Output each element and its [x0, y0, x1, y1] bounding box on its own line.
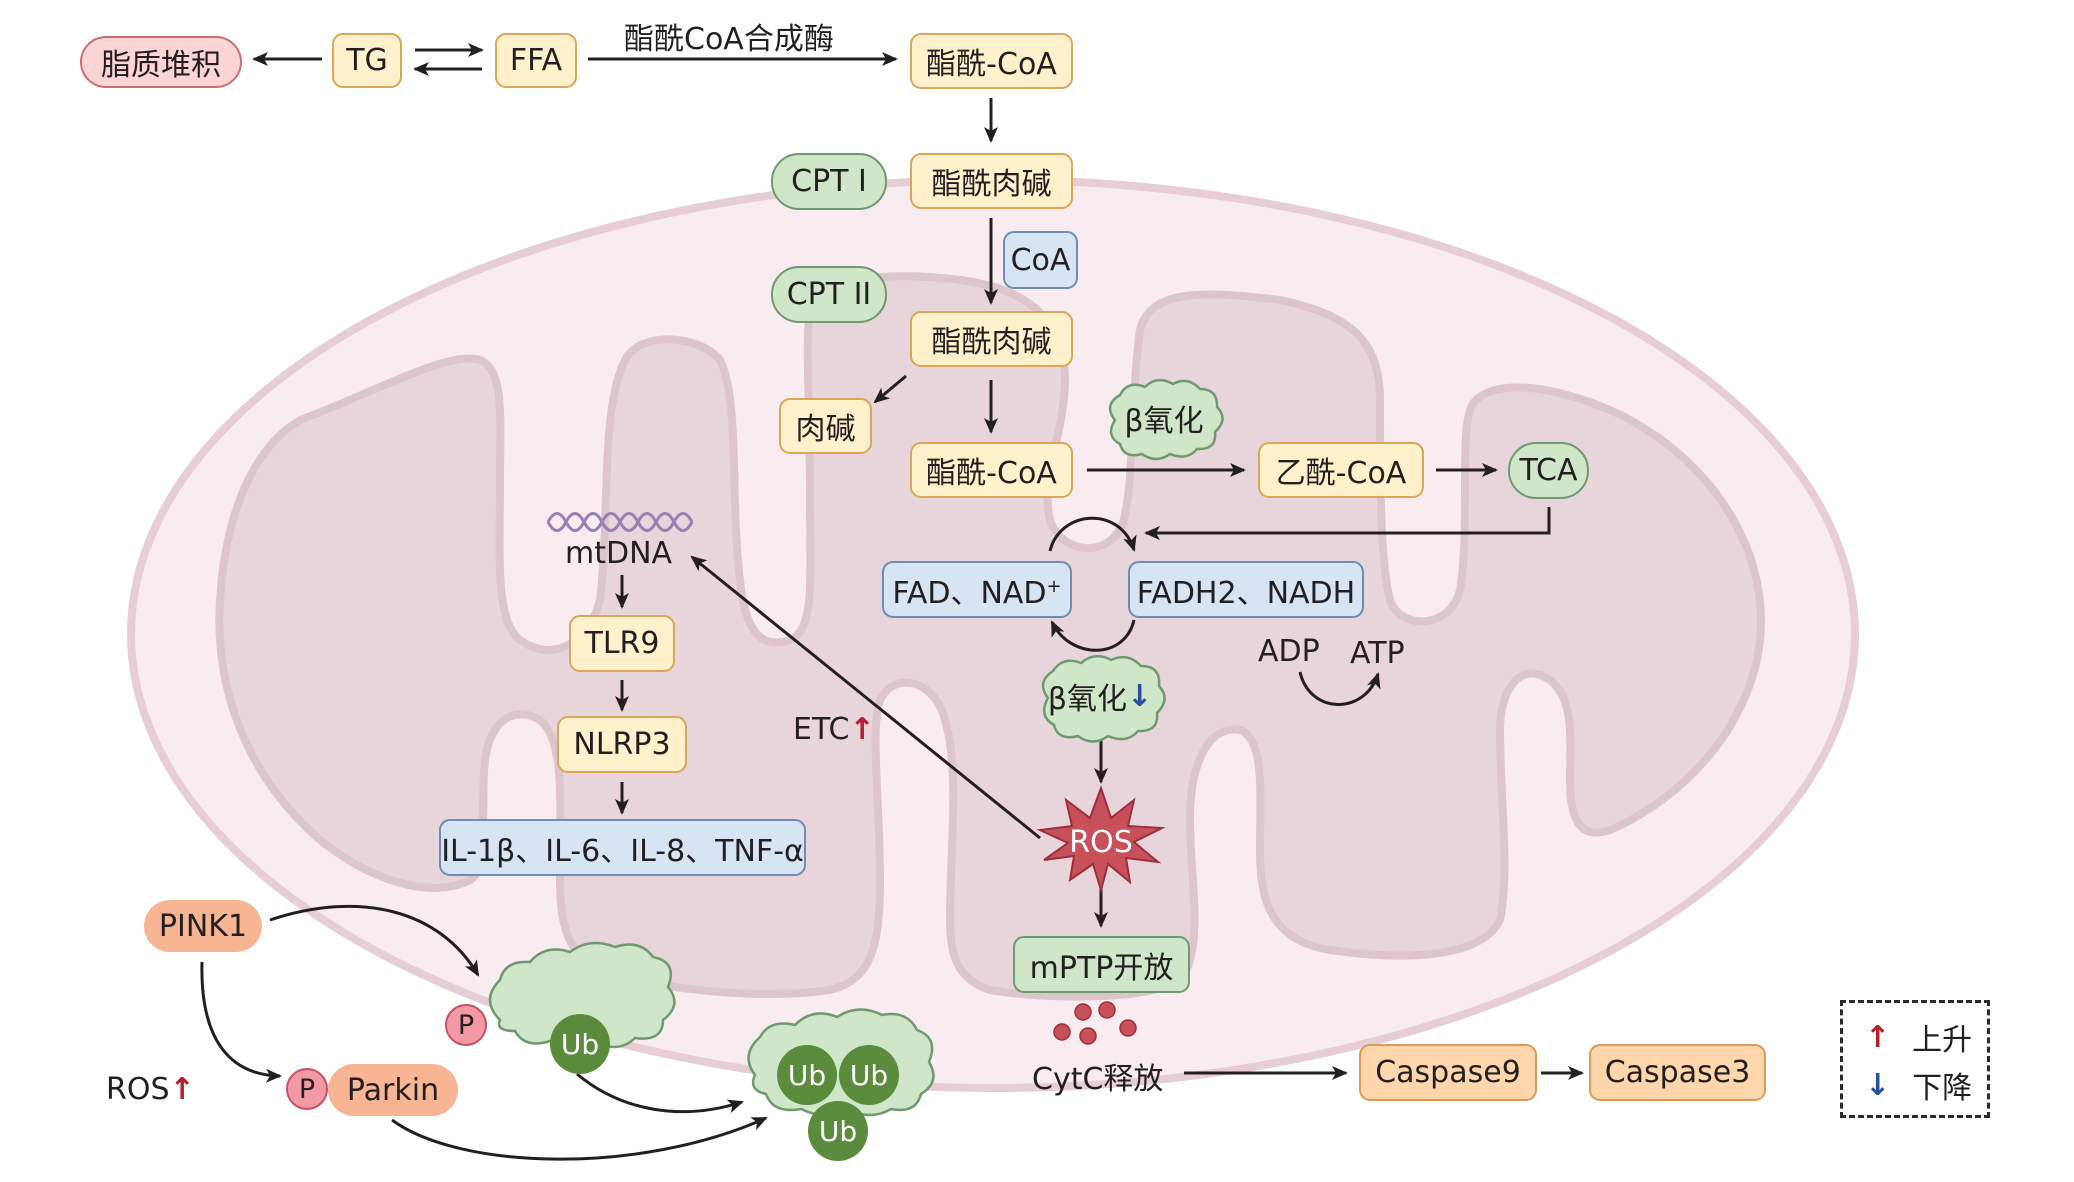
cytokines-label: IL-1β、IL-6、IL-8、TNF-α [441, 833, 804, 869]
arrow-tca-to-fadh2 [1144, 507, 1551, 540]
ubiquitin-chain-1: Ub [777, 1045, 837, 1105]
arc-fad-to-fadh2 [1048, 516, 1137, 552]
cytc-particles [1053, 1001, 1137, 1045]
fadh2-nadh-label: FADH2、NADH [1136, 575, 1356, 611]
down-arrow-icon: ↓ [1865, 1067, 1891, 1103]
acyl-coa-inner-label: 酯酰-CoA [926, 456, 1057, 491]
mptp-open-node: mPTP开放 [1013, 936, 1190, 993]
mtdna-label: mtDNA [565, 536, 673, 571]
etc-text: ETC [793, 712, 850, 747]
arrow-to-carnitine [873, 374, 907, 404]
ffa-label: FFA [509, 43, 563, 78]
up-arrow-icon: ↑ [849, 712, 875, 747]
ros-star-icon [1036, 784, 1166, 894]
arc-ub-to-polyub [576, 1072, 744, 1114]
ffa-node: FFA [495, 33, 577, 88]
ubiquitin-chain-2: Ub [839, 1045, 899, 1105]
coa-label: CoA [1010, 242, 1071, 278]
etc-label: ETC↑ [793, 712, 875, 747]
beta-oxidation-down-text: β氧化 [1047, 682, 1127, 717]
arc-fadh2-to-fad [1050, 619, 1136, 652]
acetyl-coa-node: 乙酰-CoA [1258, 442, 1424, 498]
acyl-coa-node-top: 酯酰-CoA [910, 33, 1073, 89]
acylcarnitine-node-1: 酯酰肉碱 [910, 153, 1073, 209]
legend-row-up: ↑ 上升 [1865, 1015, 1972, 1059]
arc-pink1-to-parkin [200, 961, 282, 1083]
phospho-ub-badge: P [445, 1004, 487, 1046]
coa-node: CoA [1003, 231, 1078, 289]
arc-adp-to-atp [1298, 671, 1381, 706]
phospho-parkin-badge: P [286, 1068, 328, 1110]
fad-nad-label: FAD、NAD+ [892, 568, 1061, 612]
atp-label: ATP [1350, 636, 1405, 671]
acyl-coa-node-inner: 酯酰-CoA [910, 442, 1073, 498]
cytc-release-label: CytC释放 [1032, 1062, 1164, 1097]
arrow-ros-to-mtdna [690, 555, 1041, 840]
legend-down-label: 下降 [1912, 1071, 1973, 1106]
tg-node: TG [332, 33, 402, 88]
down-arrow-icon: ↓ [1127, 678, 1153, 714]
acylcarnitine-1-label: 酯酰肉碱 [931, 167, 1052, 202]
acylcarnitine-node-2: 酯酰肉碱 [910, 311, 1073, 367]
nlrp3-node: NLRP3 [557, 716, 687, 773]
cytokines-node: IL-1β、IL-6、IL-8、TNF-α [439, 819, 806, 876]
caspase3-node: Caspase3 [1589, 1044, 1766, 1101]
caspase9-node: Caspase9 [1359, 1044, 1537, 1101]
arc-parkin-to-polyub [391, 1116, 768, 1161]
up-arrow-icon: ↑ [169, 1072, 195, 1107]
beta-oxidation-down-label: β氧化↓ [1037, 664, 1163, 728]
up-arrow-icon: ↑ [1865, 1019, 1891, 1055]
parkin-label: Parkin [346, 1072, 440, 1108]
legend-up-label: 上升 [1912, 1023, 1973, 1058]
lipid-accumulation-node: 脂质堆积 [80, 36, 242, 88]
parkin-node: Parkin [328, 1064, 458, 1116]
dna-helix-icon [546, 512, 694, 532]
cpt1-node: CPT I [771, 153, 887, 210]
pink1-label: PINK1 [158, 908, 248, 944]
tg-label: TG [346, 43, 388, 78]
ubiquitin-chain-3: Ub [808, 1101, 868, 1161]
ros-label: ROS [1069, 824, 1133, 860]
lipid-accumulation-label: 脂质堆积 [101, 48, 221, 83]
cpt1-label: CPT I [791, 164, 867, 199]
adp-label: ADP [1258, 634, 1320, 669]
mptp-label: mPTP开放 [1029, 950, 1174, 986]
tca-label: TCA [1519, 453, 1578, 488]
beta-oxidation-label: β氧化 [1124, 404, 1204, 439]
acetyl-coa-label: 乙酰-CoA [1275, 456, 1407, 491]
cpt2-node: CPT II [771, 266, 887, 323]
ros-up-text: ROS [106, 1072, 170, 1107]
ubiquitin-single: Ub [550, 1014, 610, 1074]
fad-nad-node: FAD、NAD+ [882, 561, 1072, 618]
acylcarnitine-2-label: 酯酰肉碱 [931, 325, 1052, 360]
nad-plus-superscript: + [1046, 575, 1062, 597]
legend: ↑ 上升 ↓ 下降 [1840, 1000, 1990, 1118]
acyl-coa-top-label: 酯酰-CoA [926, 47, 1057, 82]
tca-node: TCA [1508, 442, 1589, 499]
tlr9-label: TLR9 [584, 626, 660, 661]
caspase3-label: Caspase3 [1604, 1055, 1751, 1090]
acyl-coa-synthetase-label: 酯酰CoA合成酶 [624, 22, 834, 57]
beta-oxidation-down-cloud [1041, 654, 1166, 743]
caspase9-label: Caspase9 [1375, 1055, 1521, 1090]
cpt2-label: CPT II [786, 277, 872, 312]
ros-up-label: ROS↑ [106, 1072, 195, 1107]
pink1-node: PINK1 [144, 900, 262, 952]
nlrp3-label: NLRP3 [573, 727, 671, 762]
fad-nad-text: FAD、NAD [892, 575, 1047, 611]
arc-pink1-to-ub [269, 904, 480, 977]
beta-oxidation-cloud [1108, 378, 1224, 461]
legend-row-down: ↓ 下降 [1865, 1063, 1972, 1107]
carnitine-node: 肉碱 [779, 398, 872, 454]
tlr9-node: TLR9 [569, 615, 675, 672]
fadh2-nadh-node: FADH2、NADH [1128, 561, 1364, 618]
carnitine-label: 肉碱 [795, 412, 856, 447]
